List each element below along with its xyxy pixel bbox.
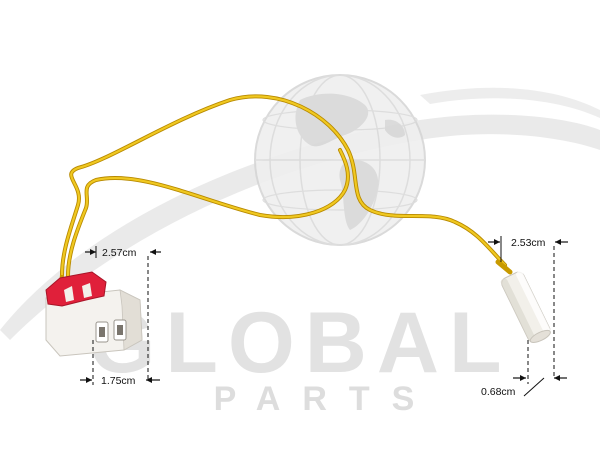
dim-connector-width: [85, 246, 161, 380]
watermark-brand-word: GLOBAL: [88, 295, 511, 391]
connector: [45, 271, 143, 357]
dim-label-sensor-diameter: 0.68cm: [481, 386, 516, 398]
watermark: GLOBAL PARTS: [0, 74, 600, 418]
watermark-swoosh-lower: [420, 87, 600, 118]
dimension-markers: 2.57cm 1.75cm 2.53cm 0.68cm: [80, 236, 568, 398]
dim-sensor-length: [488, 236, 568, 378]
dim-label-connector-height: 1.75cm: [101, 375, 136, 387]
wire-b-highlight: [66, 148, 349, 278]
watermark-brand-sub: PARTS: [214, 380, 437, 418]
dim-label-connector-width: 2.57cm: [102, 247, 137, 259]
dim-connector-height: [80, 340, 160, 385]
dim-sensor-diameter: [513, 340, 567, 397]
connector-latch: [45, 271, 107, 307]
wire-a-highlight: [60, 95, 507, 277]
sensor-probe: [495, 259, 551, 343]
sensor-cable: [58, 94, 507, 296]
dim-label-sensor-length: 2.53cm: [511, 237, 546, 249]
